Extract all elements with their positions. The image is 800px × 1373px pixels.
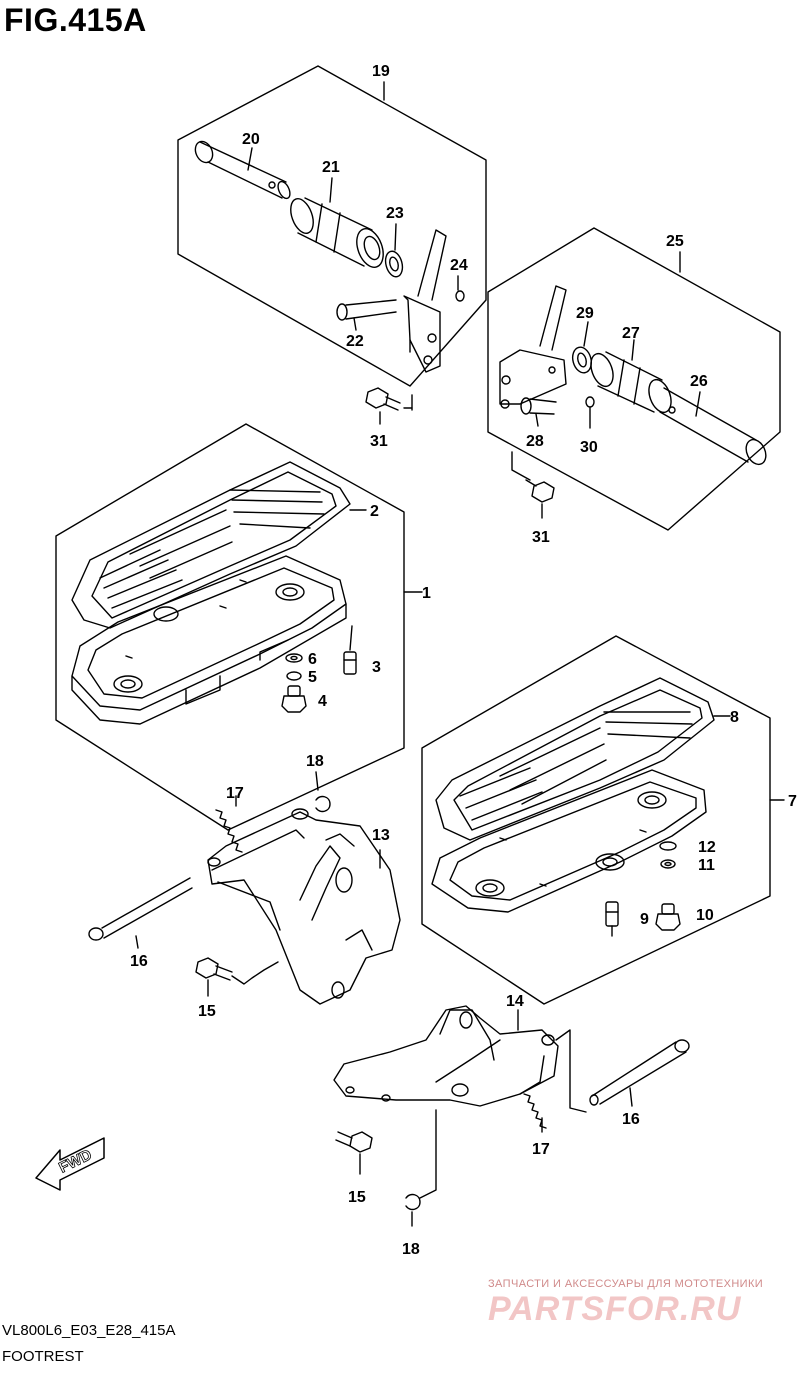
callout-3: 3 bbox=[372, 659, 381, 676]
callout-11: 11 bbox=[698, 857, 715, 874]
part-16-long-bolt-right bbox=[589, 1039, 690, 1107]
part-5-lock-washer bbox=[286, 671, 302, 681]
callout-18-lower: 18 bbox=[402, 1241, 420, 1258]
callout-2: 2 bbox=[370, 503, 379, 520]
callout-8: 8 bbox=[730, 709, 739, 726]
callout-13: 13 bbox=[372, 827, 390, 844]
part-3-stud bbox=[343, 625, 357, 675]
callout-28: 28 bbox=[526, 433, 544, 450]
part-21-peg-rubber bbox=[290, 177, 384, 268]
part-4-nut bbox=[281, 685, 307, 713]
callout-22: 22 bbox=[346, 333, 364, 350]
part-22-bolt bbox=[336, 299, 397, 331]
callout-15-lower: 15 bbox=[348, 1189, 366, 1206]
callout-15-left: 15 bbox=[198, 1003, 216, 1020]
figure-title: FIG.415A bbox=[4, 2, 147, 38]
callout-19: 19 bbox=[372, 63, 390, 80]
part-19-bracket bbox=[403, 229, 447, 373]
part-20-pin bbox=[194, 140, 291, 200]
part-17-spring-lower bbox=[523, 1093, 547, 1133]
part-16-long-bolt-left bbox=[88, 877, 193, 949]
group-box-19 bbox=[177, 65, 487, 387]
part-12-washer bbox=[659, 841, 677, 851]
group-box-25 bbox=[487, 227, 781, 531]
part-1-floorboard-plate bbox=[71, 555, 347, 725]
callout-7: 7 bbox=[788, 793, 797, 810]
part-9-stud bbox=[605, 901, 619, 937]
callout-27: 27 bbox=[622, 325, 640, 342]
part-27-peg-rubber bbox=[590, 339, 672, 414]
callout-1: 1 bbox=[422, 585, 431, 602]
callout-17-upper: 17 bbox=[226, 785, 244, 802]
part-31-bolt-lower bbox=[511, 451, 555, 519]
part-29-washer bbox=[571, 321, 593, 374]
fwd-arrow bbox=[35, 1137, 105, 1191]
callout-21: 21 bbox=[322, 159, 340, 176]
watermark-logo: PARTSFOR.RU bbox=[488, 1290, 742, 1328]
part-18-circlip-lower bbox=[405, 1193, 421, 1227]
callout-4: 4 bbox=[318, 693, 327, 710]
part-8-floorboard-rubber bbox=[435, 677, 731, 841]
callout-9: 9 bbox=[640, 911, 649, 928]
part-14-bracket bbox=[333, 1005, 559, 1107]
callout-23: 23 bbox=[386, 205, 404, 222]
callout-31-lower: 31 bbox=[532, 529, 550, 546]
part-28-bolt bbox=[520, 397, 557, 427]
callout-29: 29 bbox=[576, 305, 594, 322]
part-6-washer bbox=[285, 653, 303, 663]
part-15-bolt-lower bbox=[335, 1131, 373, 1175]
part-24-cotter bbox=[455, 275, 465, 302]
callout-30: 30 bbox=[580, 439, 598, 456]
part-26-pin bbox=[659, 387, 767, 466]
callout-20: 20 bbox=[242, 131, 260, 148]
callout-16-left: 16 bbox=[130, 953, 148, 970]
callout-6: 6 bbox=[308, 651, 317, 668]
part-23-washer bbox=[384, 223, 404, 278]
part-31-bolt-upper bbox=[365, 387, 413, 425]
watermark-caption: ЗАПЧАСТИ И АКСЕССУАРЫ ДЛЯ МОТОТЕХНИКИ bbox=[488, 1278, 764, 1290]
part-30-cotter bbox=[585, 396, 595, 429]
callout-25: 25 bbox=[666, 233, 684, 250]
callout-labels: 19 20 21 23 24 22 31 25 29 27 26 28 30 3… bbox=[130, 63, 797, 1258]
callout-31-upper: 31 bbox=[370, 433, 388, 450]
part-11-lock-washer bbox=[660, 859, 676, 869]
callout-24: 24 bbox=[450, 257, 468, 274]
callout-16-right: 16 bbox=[622, 1111, 640, 1128]
model-code: VL800L6_E03_E28_415A bbox=[2, 1322, 176, 1339]
group-box-1 bbox=[55, 423, 405, 831]
part-17-spring-upper bbox=[215, 795, 243, 853]
callout-5: 5 bbox=[308, 669, 317, 686]
part-14-leaders bbox=[419, 1029, 587, 1199]
part-2-floorboard-rubber bbox=[71, 461, 367, 629]
part-18-circlip-upper bbox=[315, 771, 331, 813]
group-box-7 bbox=[421, 635, 771, 1005]
callout-26: 26 bbox=[690, 373, 708, 390]
callout-18-upper: 18 bbox=[306, 753, 324, 770]
part-13-bracket bbox=[207, 808, 401, 1005]
part-15-bolt-left bbox=[195, 957, 279, 997]
callout-10: 10 bbox=[696, 907, 714, 924]
callout-17-lower: 17 bbox=[532, 1141, 550, 1158]
part-7-floorboard-plate bbox=[431, 769, 707, 913]
part-25-bracket bbox=[499, 285, 567, 409]
section-name: FOOTREST bbox=[2, 1348, 84, 1365]
callout-12: 12 bbox=[698, 839, 716, 856]
part-10-nut bbox=[655, 903, 681, 931]
callout-14: 14 bbox=[506, 993, 524, 1010]
